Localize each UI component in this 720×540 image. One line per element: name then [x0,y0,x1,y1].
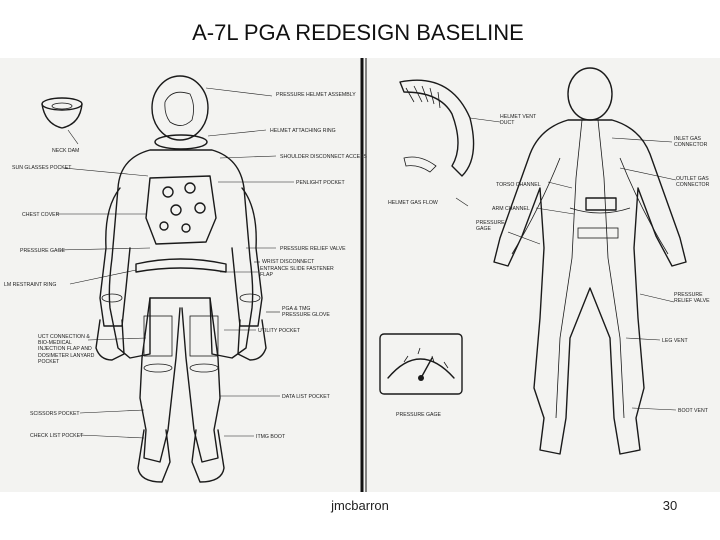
label-arm-channel: ARM CHANNEL [492,206,530,212]
label-uct-connection: UCT CONNECTION & BIO-MEDICAL INJECTION F… [38,334,95,365]
diagram-frame: NECK DAM SUN GLASSES POCKET CHEST COVER … [0,58,720,492]
slide-title: A-7L PGA REDESIGN BASELINE [192,20,524,45]
label-helmet-vent-duct-wrap: HELMET VENT DUCT [500,114,537,127]
label-check-list-pocket: CHECK LIST POCKET [30,433,84,439]
label-inlet-gas-connector: INLET GAS CONNECTOR [674,136,708,149]
label-entrance-slide-fastener-flap: ENTRANCE SLIDE FASTENER FLAP [260,266,334,279]
label-pga-glove-wrap: PGA & TMG PRESSURE GLOVE [282,306,330,319]
label-entrance-slide-wrap: ENTRANCE SLIDE FASTENER FLAP [260,266,334,279]
label-helmet-vent-duct: HELMET VENT DUCT [500,114,537,127]
vent-callouts: HELMET VENT DUCT INLET GAS CONNECTOR OUT… [388,114,710,418]
label-gauge-pressure-gage: PRESSURE GAGE [396,412,442,418]
right-callouts: PRESSURE HELMET ASSEMBLY HELMET ATTACHIN… [256,92,367,440]
spacesuit-diagram: NECK DAM SUN GLASSES POCKET CHEST COVER … [0,58,720,492]
label-inlet-gas-wrap: INLET GAS CONNECTOR [674,136,708,149]
vent-system-figure [379,67,687,455]
label-shoulder-disconnect-access: SHOULDER DISCONNECT ACCESS [280,154,367,160]
label-pressure-gage: PRESSURE GAGE [20,248,66,254]
helmet-drawing [151,75,209,150]
suit-figure-left [41,75,294,483]
neck-dam-drawing [41,97,83,129]
page-number: 30 [662,498,678,513]
label-wrist-disconnect: WRIST DISCONNECT [262,259,315,265]
left-callouts: NECK DAM SUN GLASSES POCKET CHEST COVER … [4,148,95,439]
pressure-gauge-drawing [379,333,463,395]
label-pressure-relief-valve: PRESSURE RELIEF VALVE [280,246,346,252]
label-lm-restraint-ring: LM RESTRAINT RING [4,282,56,288]
label-sun-glasses-pocket: SUN GLASSES POCKET [12,165,72,171]
label-vent-relief-valve-wrap: PRESSURE RELIEF VALVE [674,292,710,305]
label-vent-pressure-relief-valve: PRESSURE RELIEF VALVE [674,292,710,305]
label-pga-tmg-pressure-glove: PGA & TMG PRESSURE GLOVE [282,306,330,319]
label-utility-pocket: UTILITY POCKET [258,328,301,334]
label-data-list-pocket: DATA LIST POCKET [282,394,331,400]
label-outlet-gas-connector: OUTLET GAS CONNECTOR [676,176,710,189]
footer-author: jmcbarron [331,498,389,513]
label-torso-channel: TORSO CHANNEL [496,182,541,188]
label-vent-pressure-gage: PRESSURE GAGE [476,220,505,233]
label-leg-vent: LEG VENT [662,338,688,344]
label-scissors-pocket: SCISSORS POCKET [30,411,80,417]
label-boot-vent: BOOT VENT [678,408,709,414]
label-itmg-boot: ITMG BOOT [256,434,286,440]
label-helmet-gas-flow: HELMET GAS FLOW [388,200,438,206]
label-pressure-helmet-assembly: PRESSURE HELMET ASSEMBLY [276,92,356,98]
label-helmet-attaching-ring: HELMET ATTACHING RING [270,128,336,134]
label-outlet-gas-wrap: OUTLET GAS CONNECTOR [676,176,710,189]
label-uct-connection-wrap: UCT CONNECTION & BIO-MEDICAL INJECTION F… [38,334,95,365]
label-neck-dam: NECK DAM [52,148,79,154]
label-chest-cover: CHEST COVER [22,212,60,218]
label-vent-pressure-gage-wrap: PRESSURE GAGE [476,220,505,233]
label-penlight-pocket: PENLIGHT POCKET [296,180,345,186]
